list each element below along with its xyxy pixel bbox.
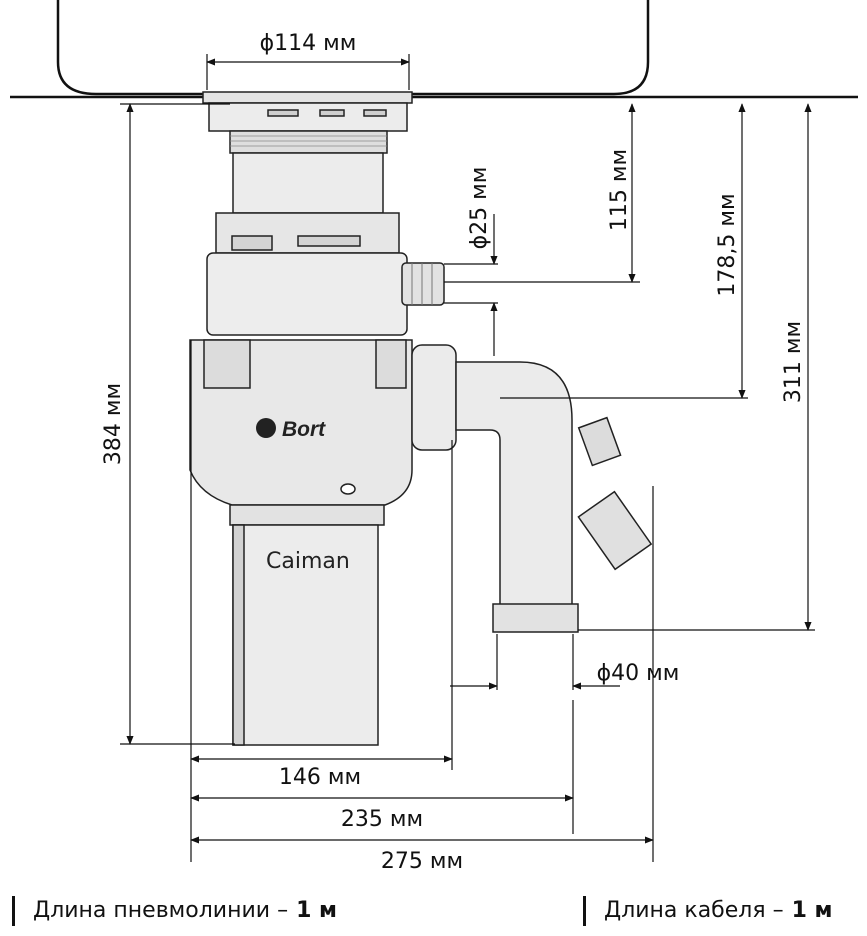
drain-outlet xyxy=(492,603,579,633)
brand-logo: Bort xyxy=(256,418,326,441)
svg-text:Bort: Bort xyxy=(282,418,326,441)
dimension-labels: ϕ114 мм 384 мм ϕ25 мм 115 мм 178,5 мм 31… xyxy=(101,31,806,874)
model-label: Caiman xyxy=(266,549,350,574)
sink-flange xyxy=(202,91,413,104)
disposer-unit xyxy=(189,91,445,746)
dim-inlet-height: 115 мм xyxy=(607,149,632,231)
separator-bar xyxy=(583,896,586,926)
side-port-top xyxy=(577,416,622,467)
dishwasher-inlet xyxy=(401,262,445,306)
dim-outlet-width: 235 мм xyxy=(341,807,423,832)
dim-inlet-diameter: ϕ25 мм xyxy=(467,167,492,250)
dimension-lines xyxy=(120,54,815,862)
dim-outlet-height: 178,5 мм xyxy=(715,193,740,296)
threaded-neck xyxy=(229,130,388,154)
cable-length: Длина кабеля – 1 м xyxy=(583,891,833,931)
dim-body-width: 146 мм xyxy=(279,765,361,790)
dim-total-width: 275 мм xyxy=(381,849,463,874)
dim-total-height: 384 мм xyxy=(101,383,126,465)
drain-elbow xyxy=(411,344,653,633)
separator-bar xyxy=(12,896,15,926)
cable-label: Длина кабеля – xyxy=(604,898,784,923)
upper-neck xyxy=(232,152,384,214)
outlet-collar xyxy=(411,344,457,451)
upper-housing xyxy=(206,252,408,336)
side-port-angled xyxy=(577,490,653,571)
dim-drain-height: 311 мм xyxy=(781,321,806,403)
lower-cylinder xyxy=(232,524,379,746)
dim-drain-diameter: ϕ40 мм xyxy=(597,661,680,686)
dim-flange-diameter: ϕ114 мм xyxy=(260,31,357,56)
air-line-length: Длина пневмолинии – 1 м xyxy=(12,891,337,931)
air-line-label: Длина пневмолинии – xyxy=(33,898,289,923)
sink xyxy=(10,0,858,99)
cable-value: 1 м xyxy=(791,898,833,923)
mount-ring xyxy=(208,102,408,132)
lower-body xyxy=(229,504,385,526)
air-line-value: 1 м xyxy=(296,898,338,923)
